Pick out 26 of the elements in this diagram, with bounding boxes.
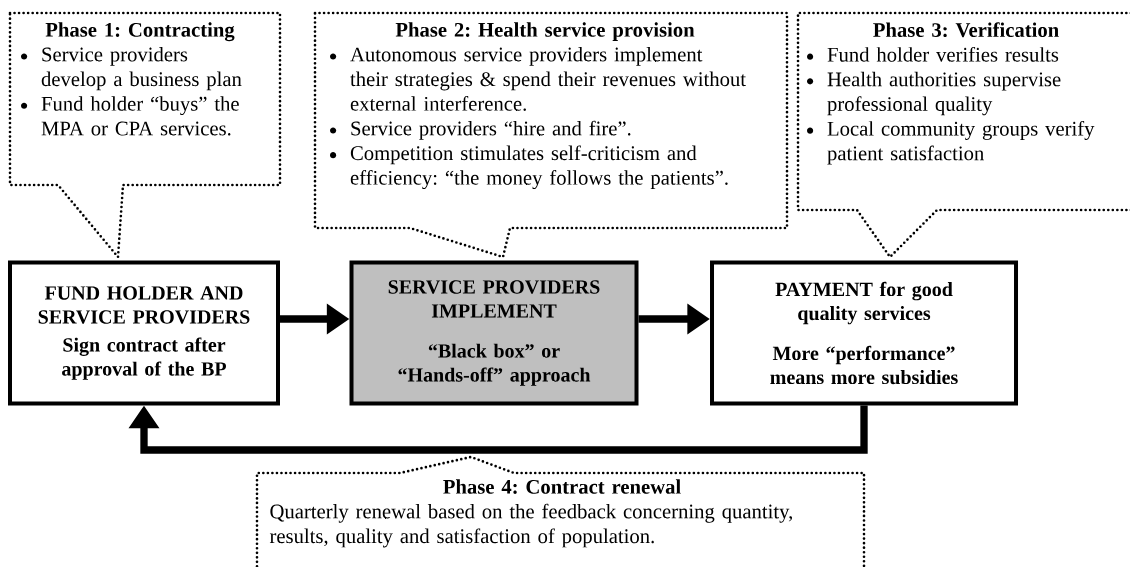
callout-text: Quarterly renewal based on the feedback concerning quantity, results, quality and satisfaction of population. bbox=[269, 503, 792, 548]
bullet-item: Autonomous service providers implement their strategies & spend their revenues without external interference. bbox=[330, 46, 746, 111]
box-subtitle: More “performance” means more subsidies bbox=[770, 345, 958, 385]
callout-heading: Phase 4: Contract renewal bbox=[443, 479, 681, 494]
callout-heading: Phase 3: Verification bbox=[873, 22, 1059, 38]
callout-box bbox=[8, 11, 282, 261]
process-box bbox=[710, 260, 1018, 406]
process-box bbox=[8, 260, 280, 406]
box-subtitle: Sign contract after approval of the BP bbox=[62, 337, 226, 380]
box-title: SERVICE PROVIDERS IMPLEMENT bbox=[388, 280, 600, 318]
bullet-item: Health authorities supervise professional quality bbox=[807, 71, 1061, 116]
bullet-item: Fund holder verifies results bbox=[807, 46, 1059, 62]
box-title: FUND HOLDER AND SERVICE PROVIDERS bbox=[38, 286, 250, 324]
callout-box bbox=[796, 11, 1130, 260]
callout-heading: Phase 2: Health service provision bbox=[395, 22, 695, 41]
bullet-item: Service providers develop a business plan bbox=[21, 46, 242, 91]
box-subtitle: “Black box” or “Hands-off” approach bbox=[398, 343, 591, 386]
bullet-item: Local community groups verify patient satisfaction bbox=[807, 120, 1095, 165]
callout-box bbox=[255, 455, 866, 567]
callout-heading: Phase 1: Contracting bbox=[45, 22, 235, 42]
process-box bbox=[349, 260, 639, 406]
bullet-item: Competition stimulates self-criticism and efficiency: “the money follows the patients”. bbox=[330, 145, 728, 190]
callout-box bbox=[313, 11, 789, 259]
box-title: PAYMENT for good quality services bbox=[775, 281, 953, 325]
bullet-item: Fund holder “buys” the MPA or CPA services. bbox=[21, 96, 239, 136]
bullet-item: Service providers “hire and fire”. bbox=[330, 120, 631, 140]
